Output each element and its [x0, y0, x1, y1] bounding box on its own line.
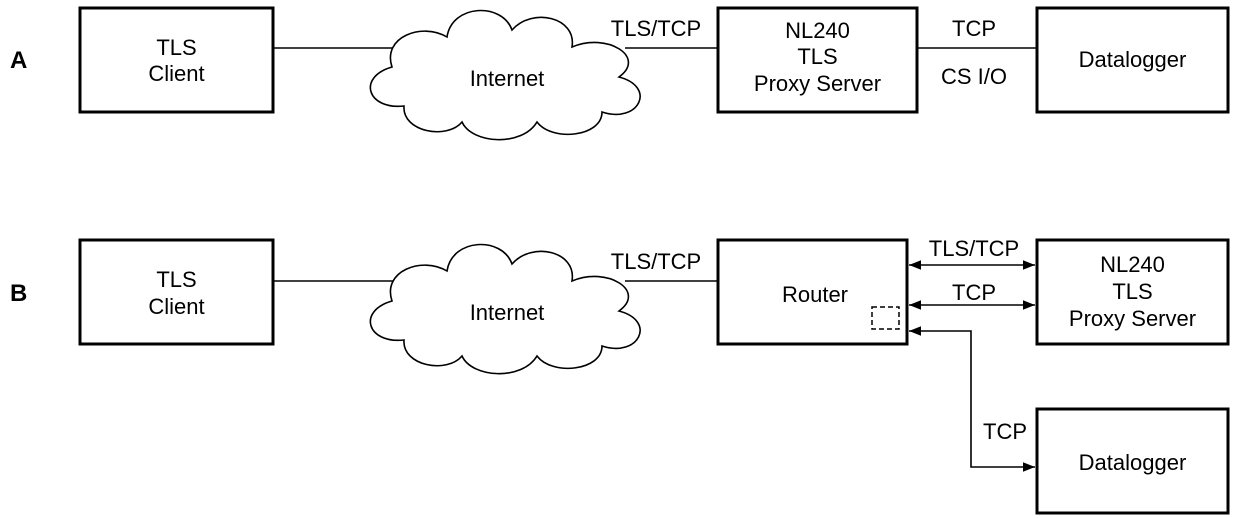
nl240-proxy-box-b — [1035, 238, 1230, 346]
link-label-tcp-router-logger: TCP — [983, 419, 1027, 444]
proxy-line3-b: Proxy Server — [1069, 306, 1196, 331]
link-label-tcp-router-proxy: TCP — [952, 280, 996, 305]
datalogger-label-b: Datalogger — [1079, 450, 1187, 475]
datalogger-box-b — [1035, 407, 1230, 515]
datalogger-label-a: Datalogger — [1079, 47, 1187, 72]
proxy-line1-a: NL240 — [785, 18, 850, 43]
proxy-line1-b: NL240 — [1100, 252, 1165, 277]
proxy-line2-b: TLS — [1112, 279, 1152, 304]
link-label-tls-tcp-b: TLS/TCP — [611, 249, 701, 274]
router-box-b — [716, 238, 909, 346]
link-label-csio-a: CS I/O — [941, 64, 1007, 89]
link-label-tls-tcp-router-proxy: TLS/TCP — [929, 236, 1019, 261]
router-label-b: Router — [782, 282, 848, 307]
arrow-router-datalogger — [909, 326, 1035, 472]
nl240-proxy-box-a — [716, 6, 919, 114]
tls-client-line1-b: TLS — [156, 267, 196, 292]
panel-a: A TLS Client Internet TLS/TCP NL240 TLS … — [10, 6, 1230, 141]
proxy-line2-a: TLS — [797, 44, 837, 69]
panel-b: B TLS Client Internet TLS/TCP Router TLS… — [10, 236, 1230, 515]
tls-client-box-a — [78, 6, 275, 114]
internet-label-b: Internet — [470, 300, 545, 325]
link-label-tls-tcp-a: TLS/TCP — [611, 16, 701, 41]
tls-client-line2-b: Client — [148, 294, 204, 319]
proxy-line3-a: Proxy Server — [754, 71, 881, 96]
internet-label-a: Internet — [470, 66, 545, 91]
panel-b-label: B — [10, 280, 27, 307]
tls-client-line1-a: TLS — [156, 35, 196, 60]
datalogger-box-a — [1035, 6, 1230, 114]
link-label-tcp-a: TCP — [952, 16, 996, 41]
tls-client-box-b — [78, 238, 275, 346]
panel-a-label: A — [10, 47, 27, 74]
tls-client-line2-a: Client — [148, 61, 204, 86]
